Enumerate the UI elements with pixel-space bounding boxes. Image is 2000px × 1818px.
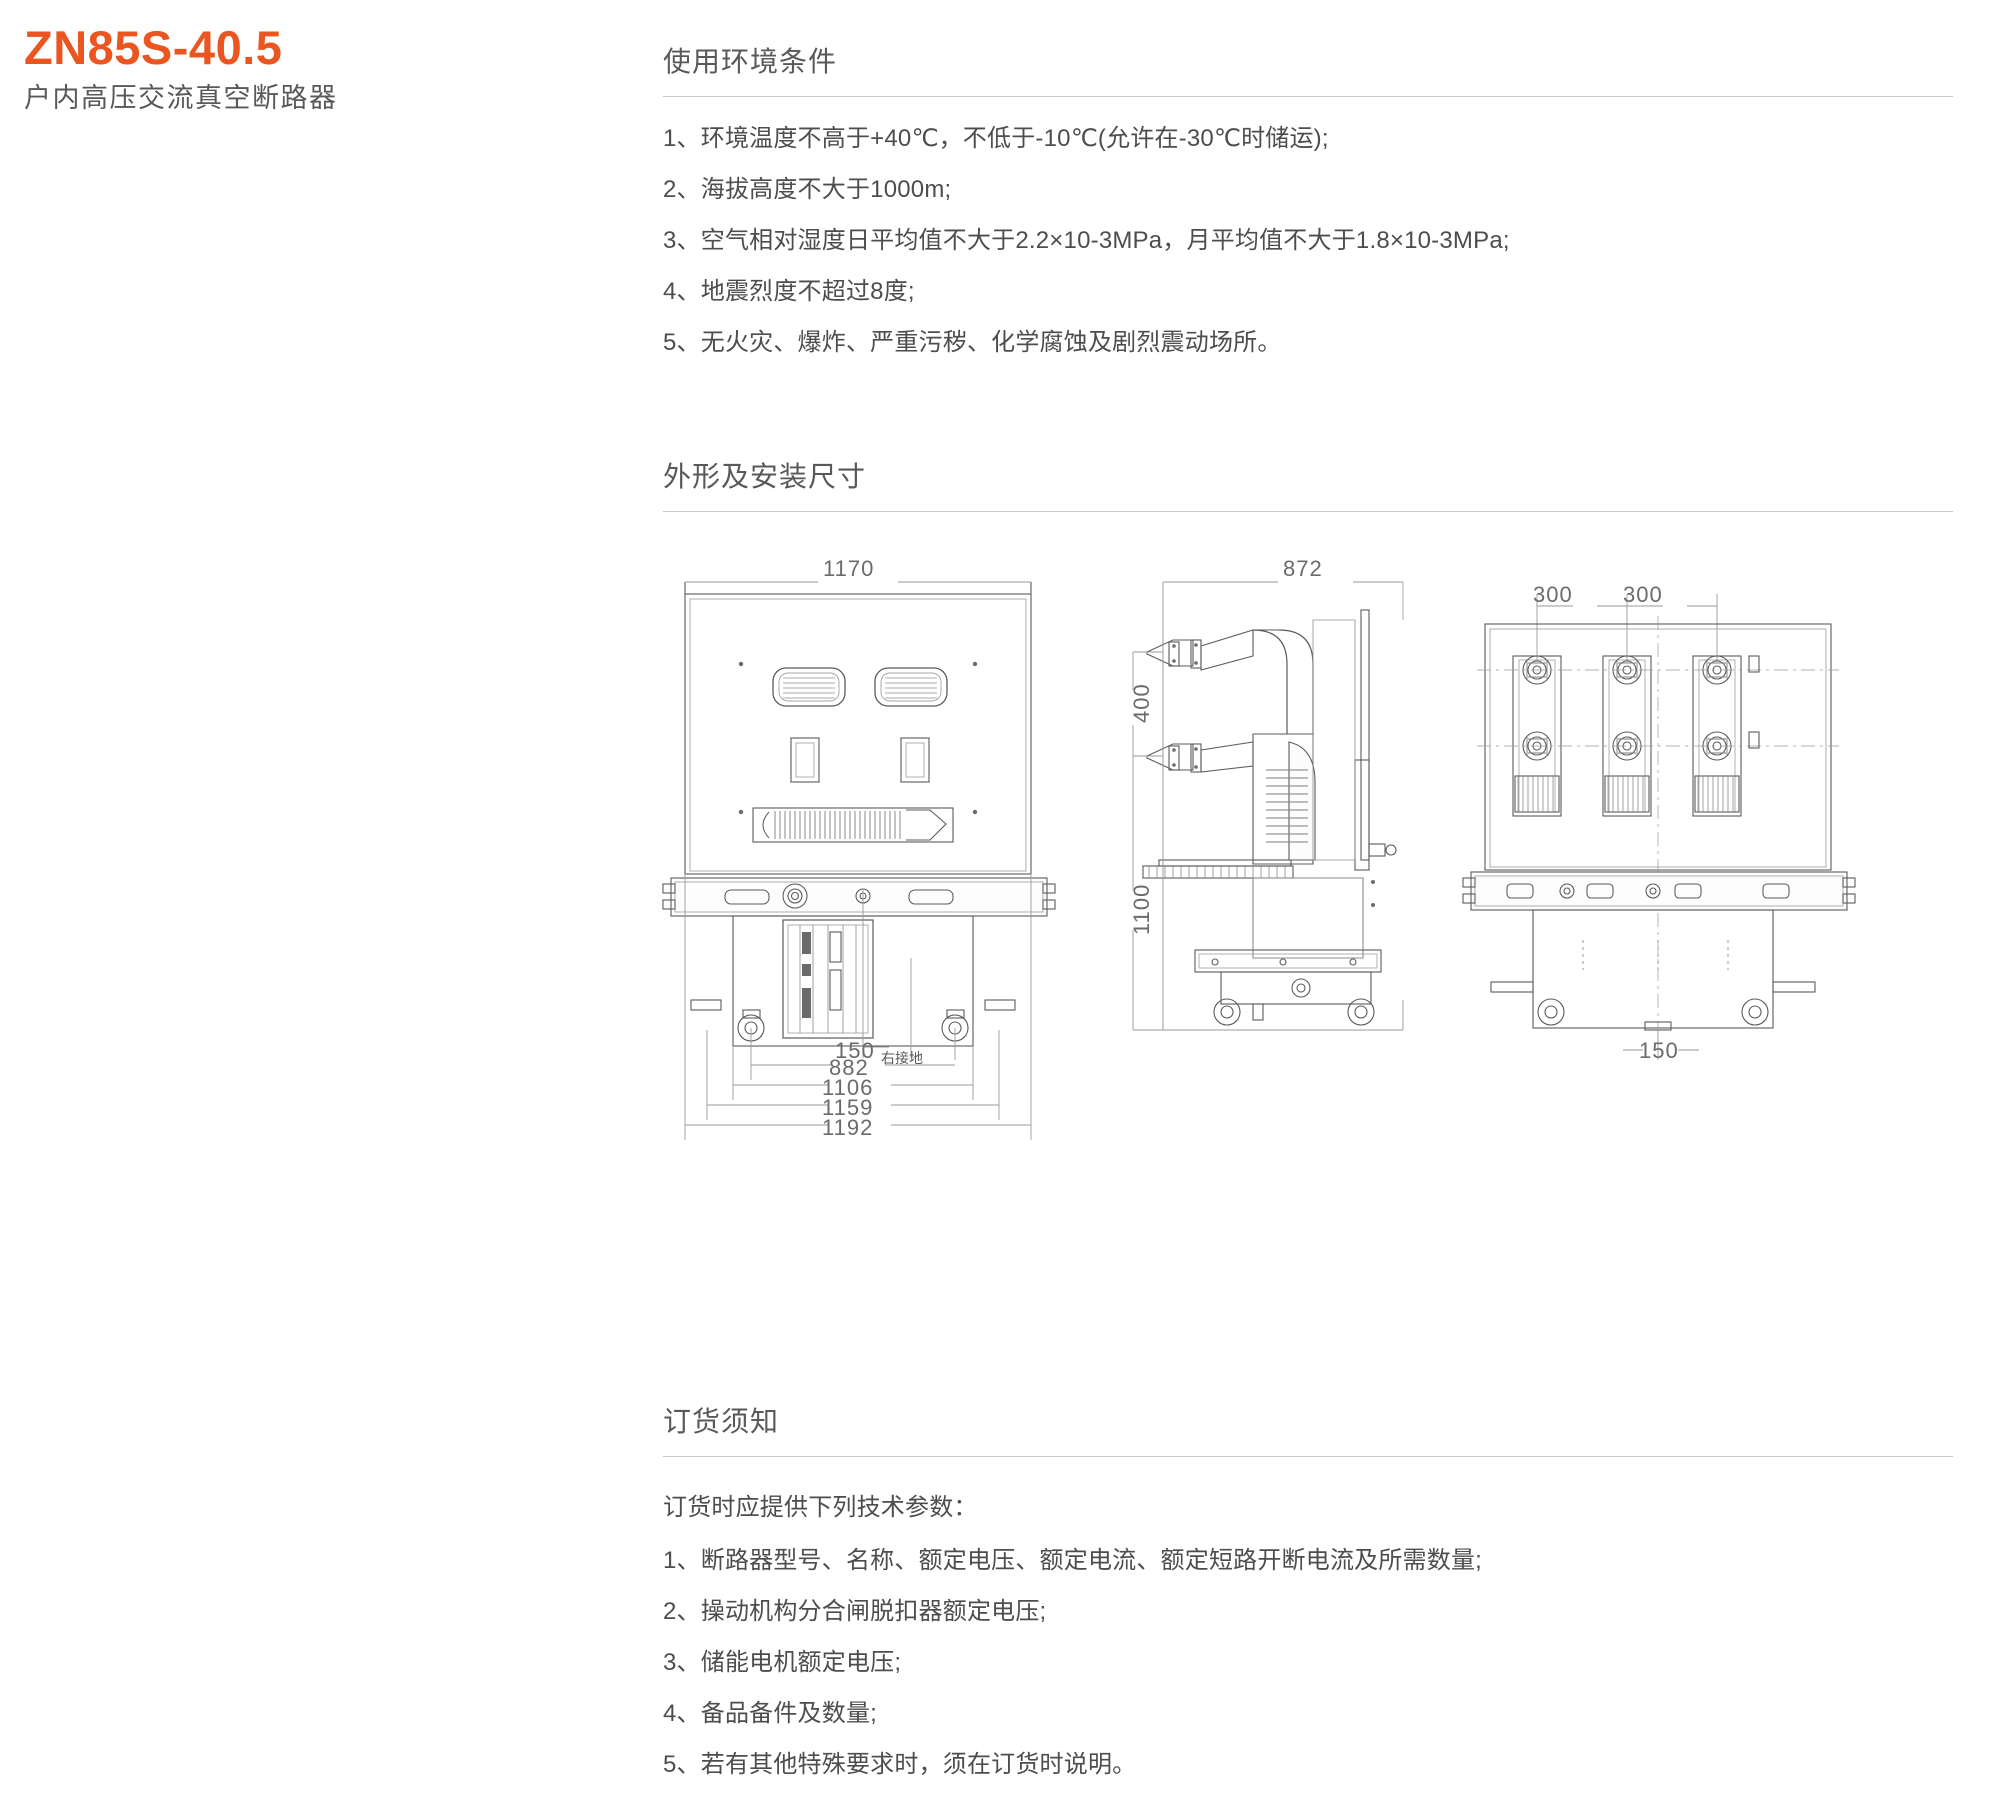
top-view-drawing: 300 300 xyxy=(1462,560,1873,1260)
list-item: 2、操动机构分合闸脱扣器额定电压; xyxy=(663,1598,1047,1625)
section-environment-heading: 使用环境条件 xyxy=(663,46,838,77)
front-view-bottom-dim-1: 882 xyxy=(829,1055,869,1080)
side-view-top-dim: 872 xyxy=(1283,556,1323,581)
section-environment-divider xyxy=(663,96,1953,97)
section-dimensions-divider xyxy=(663,511,1953,512)
front-view-drawing: 1170 xyxy=(662,556,1083,1260)
product-title-block: ZN85S-40.5 户内高压交流真空断路器 xyxy=(24,21,484,116)
front-view-bottom-dim-4: 1192 xyxy=(822,1115,874,1140)
list-item: 5、无火灾、爆炸、严重污秽、化学腐蚀及剧烈震动场所。 xyxy=(663,329,1282,356)
list-item: 2、海拔高度不大于1000m; xyxy=(663,176,952,203)
ordering-list: 订货时应提供下列技术参数： 1、断路器型号、名称、额定电压、额定电流、额定短路开… xyxy=(663,1487,1953,1777)
technical-drawings: 1170 xyxy=(662,556,1983,1290)
side-view-drawing: 872 xyxy=(1103,556,1503,1260)
front-view-bottom-dim-2: 1106 xyxy=(822,1075,874,1100)
list-item: 3、空气相对湿度日平均值不大于2.2×10-3MPa，月平均值不大于1.8×10… xyxy=(663,227,1510,254)
front-view-ground-label: 右接地 xyxy=(881,1050,923,1066)
top-view-bottom-dim: 150 xyxy=(1639,1038,1679,1063)
section-dimensions-heading: 外形及安装尺寸 xyxy=(663,461,867,492)
side-view-left-dim-1: 400 xyxy=(1129,683,1154,723)
section-ordering-heading: 订货须知 xyxy=(663,1406,780,1437)
top-view-pitch-dim-1: 300 xyxy=(1533,582,1573,607)
section-environment: 使用环境条件 1、环境温度不高于+40℃，不低于-10℃(允许在-30℃时储运)… xyxy=(663,40,1953,382)
product-name: 户内高压交流真空断路器 xyxy=(24,82,338,113)
section-dimensions: 外形及安装尺寸 xyxy=(663,455,1953,512)
product-code: ZN85S-40.5 xyxy=(24,21,283,74)
section-ordering: 订货须知 订货时应提供下列技术参数： 1、断路器型号、名称、额定电压、额定电流、… xyxy=(663,1400,1953,1804)
list-item: 5、若有其他特殊要求时，须在订货时说明。 xyxy=(663,1751,1137,1778)
ordering-lead-text: 订货时应提供下列技术参数： xyxy=(663,1494,978,1521)
list-item: 1、环境温度不高于+40℃，不低于-10℃(允许在-30℃时储运); xyxy=(663,125,1329,152)
front-view-inner-dim: 150 xyxy=(835,1038,875,1063)
front-view-top-dim: 1170 xyxy=(823,556,875,581)
list-item: 3、储能电机额定电压; xyxy=(663,1649,902,1676)
side-view-left-dim-2: 1100 xyxy=(1129,883,1154,935)
environment-list: 1、环境温度不高于+40℃，不低于-10℃(允许在-30℃时储运); 2、海拔高… xyxy=(663,127,1953,355)
section-ordering-divider xyxy=(663,1456,1953,1457)
front-view-bottom-dim-3: 1159 xyxy=(822,1095,874,1120)
list-item: 1、断路器型号、名称、额定电压、额定电流、额定短路开断电流及所需数量; xyxy=(663,1547,1483,1574)
top-view-pitch-dim-2: 300 xyxy=(1623,582,1663,607)
list-item: 4、备品备件及数量; xyxy=(663,1700,878,1727)
list-item: 4、地震烈度不超过8度; xyxy=(663,278,915,305)
